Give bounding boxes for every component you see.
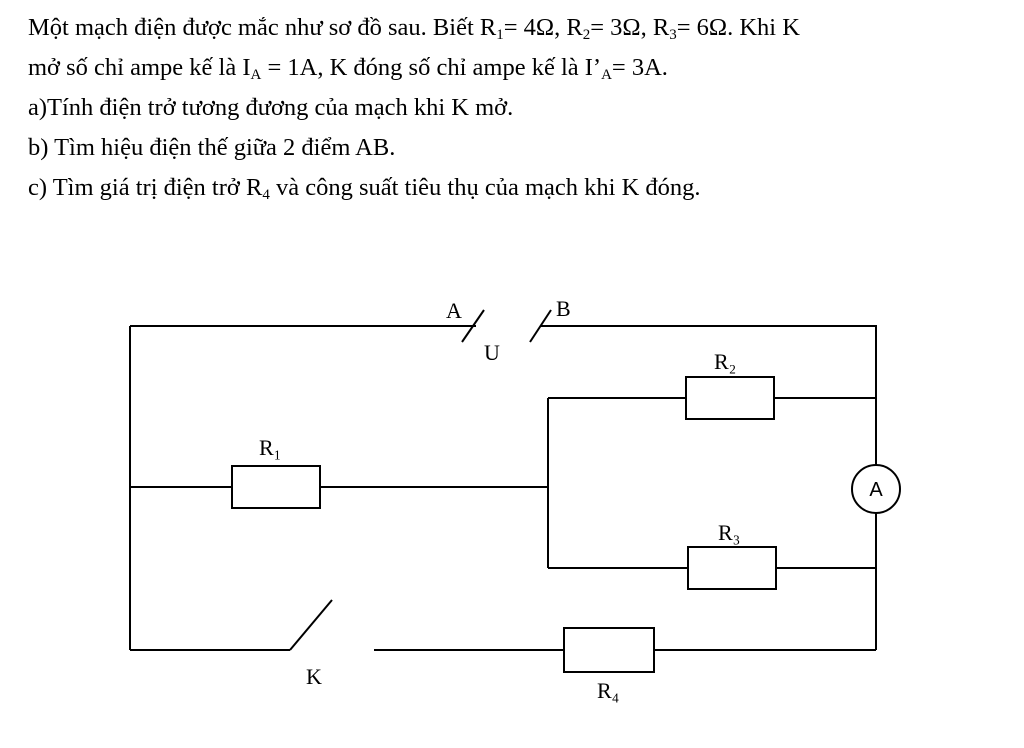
label-r4: R₄ xyxy=(597,678,619,703)
label-terminal-b: B xyxy=(556,296,571,321)
ammeter xyxy=(851,464,901,514)
terminal-a-mark xyxy=(461,309,485,343)
problem-line-1: Một mạch điện được mắc như sơ đồ sau. Bi… xyxy=(28,14,800,43)
label-r2: R₂ xyxy=(714,349,736,374)
resistor-r1 xyxy=(231,465,321,509)
wire-top-right xyxy=(540,325,877,465)
problem-line-2: mở số chỉ ampe kế là IA = 1A, K đóng số … xyxy=(28,54,668,83)
question-b: b) Tìm hiệu điện thế giữa 2 điểm AB. xyxy=(28,134,396,161)
question-c: c) Tìm giá trị điện trở R4 và công suất … xyxy=(28,174,701,203)
resistor-r4 xyxy=(563,627,655,673)
ammeter-label: A xyxy=(869,479,883,501)
question-a: a)Tính điện trở tương đương của mạch khi… xyxy=(28,94,514,121)
switch-k-blade xyxy=(289,599,333,651)
label-terminal-a: A xyxy=(446,298,462,323)
problem-text: Một mạch điện được mắc như sơ đồ sau. Bi… xyxy=(28,8,1018,208)
label-r1: R₁ xyxy=(259,435,281,460)
resistor-r2 xyxy=(685,376,775,420)
label-r3: R₃ xyxy=(718,520,740,545)
terminal-b-mark xyxy=(529,309,552,343)
resistor-r3 xyxy=(687,546,777,590)
label-voltage-u: U xyxy=(484,340,500,365)
label-switch-k: K xyxy=(306,664,322,689)
